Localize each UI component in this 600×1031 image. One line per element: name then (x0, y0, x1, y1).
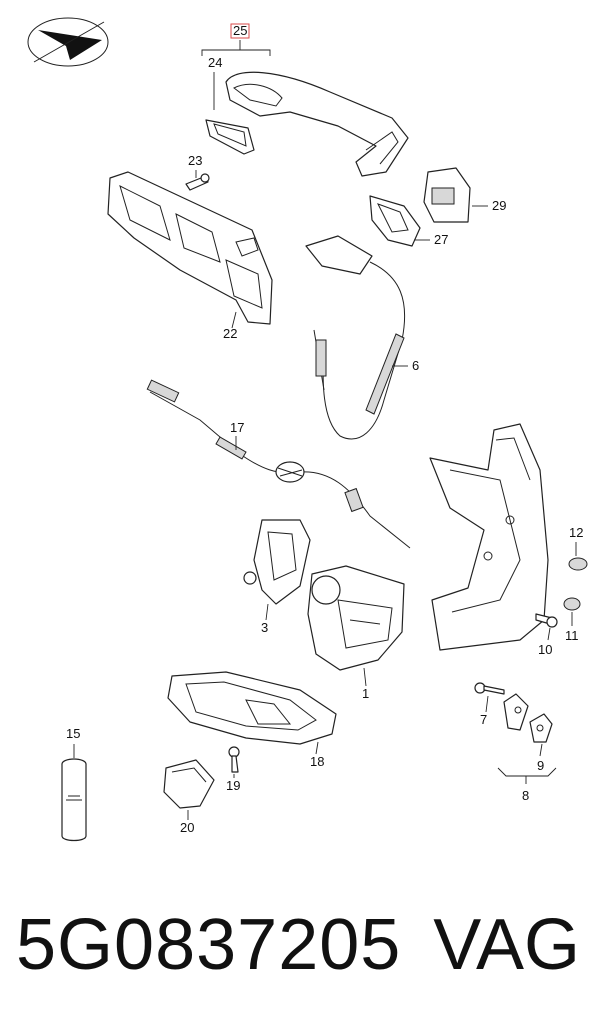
part-7-bolt[interactable] (474, 682, 505, 695)
part-18-interior-handle[interactable] (167, 671, 337, 745)
label-27[interactable]: 27 (434, 232, 448, 247)
footer: 5G0837205 VAG (0, 895, 600, 1005)
part-20-trim-cover[interactable] (163, 759, 215, 809)
door-frame-panel (429, 423, 549, 651)
part-3-bracket[interactable] (243, 519, 311, 605)
label-7[interactable]: 7 (480, 712, 487, 727)
label-6[interactable]: 6 (412, 358, 419, 373)
part-24-gasket[interactable] (205, 119, 255, 155)
label-12[interactable]: 12 (569, 525, 583, 540)
label-9[interactable]: 9 (537, 758, 544, 773)
label-20[interactable]: 20 (180, 820, 194, 835)
part-12-plug[interactable] (568, 557, 588, 571)
label-23[interactable]: 23 (188, 153, 202, 168)
part-1-door-lock[interactable] (307, 565, 405, 671)
part-23-screw[interactable] (185, 173, 210, 191)
part-6-bowden-cable[interactable] (305, 235, 406, 440)
part-25-exterior-handle[interactable] (225, 71, 409, 177)
label-25[interactable]: 25 (233, 23, 247, 38)
label-29[interactable]: 29 (492, 198, 506, 213)
label-10[interactable]: 10 (538, 642, 552, 657)
part-29-end-cap[interactable] (423, 167, 471, 223)
part-10-screw[interactable] (535, 613, 558, 628)
part-19-screw[interactable] (228, 746, 240, 773)
part-11-grommet[interactable] (563, 597, 581, 611)
label-15[interactable]: 15 (66, 726, 80, 741)
highlight-box (230, 23, 250, 39)
logo-icon (27, 17, 109, 67)
label-8[interactable]: 8 (522, 788, 529, 803)
label-3[interactable]: 3 (261, 620, 268, 635)
label-24[interactable]: 24 (208, 55, 222, 70)
part-number-text: 5G0837205 (16, 905, 402, 985)
label-17[interactable]: 17 (230, 420, 244, 435)
part-27-seal[interactable] (369, 195, 421, 247)
part-8-striker[interactable] (503, 693, 553, 743)
parts-diagram: 25 24 23 22 29 27 (27, 17, 588, 842)
label-1[interactable]: 1 (362, 686, 369, 701)
label-22[interactable]: 22 (223, 326, 237, 341)
part-22-handle-carrier[interactable] (107, 171, 273, 325)
part-15-lubricant-can[interactable] (61, 758, 87, 842)
label-18[interactable]: 18 (310, 754, 324, 769)
label-11[interactable]: 11 (565, 628, 579, 643)
label-19[interactable]: 19 (226, 778, 240, 793)
brand-text: VAG (433, 905, 580, 985)
part-17-cable[interactable] (146, 379, 411, 549)
